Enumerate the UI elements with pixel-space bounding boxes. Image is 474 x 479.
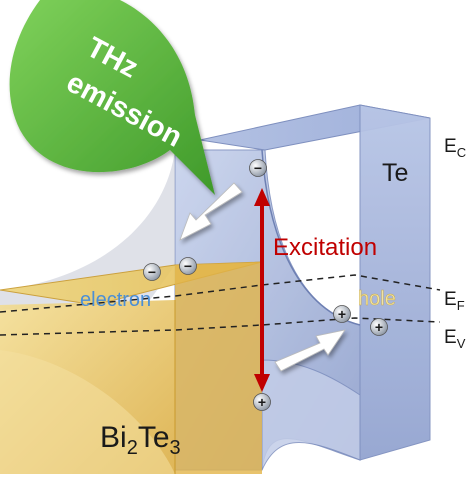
ec-label: EC [444, 136, 466, 160]
hole-label: hole [358, 288, 396, 310]
excitation-label: Excitation [273, 234, 377, 261]
ev-label: EV [444, 327, 466, 351]
svg-text:Bi2Te3: Bi2Te3 [100, 421, 181, 459]
electron-label: electron [80, 289, 151, 311]
electron-ball: − [143, 263, 161, 281]
hole-symbol: + [338, 306, 346, 322]
hole-symbol: + [258, 394, 266, 410]
electron-ball: − [249, 159, 267, 177]
svg-text:EV: EV [444, 327, 466, 351]
electron-symbol: − [184, 258, 192, 274]
hole-ball: + [333, 305, 351, 323]
svg-text:EF: EF [444, 289, 465, 313]
electron-ball: − [179, 257, 197, 275]
te-label: Te [382, 159, 408, 187]
fermi-level-line [0, 274, 441, 313]
ef-label: EF [444, 289, 465, 313]
electron-transfer-arrow [179, 182, 243, 241]
excitation-arrow [254, 188, 270, 392]
hole-symbol: + [375, 319, 383, 335]
svg-text:EC: EC [444, 136, 466, 160]
hole-ball: + [370, 318, 388, 336]
thz-emission-drop [9, 0, 215, 195]
electron-symbol: − [148, 264, 156, 280]
bi2te3-label: Bi2Te3 [100, 421, 181, 459]
hole-transfer-arrow [274, 329, 346, 372]
electron-symbol: − [254, 160, 262, 176]
hole-ball: + [253, 393, 271, 411]
